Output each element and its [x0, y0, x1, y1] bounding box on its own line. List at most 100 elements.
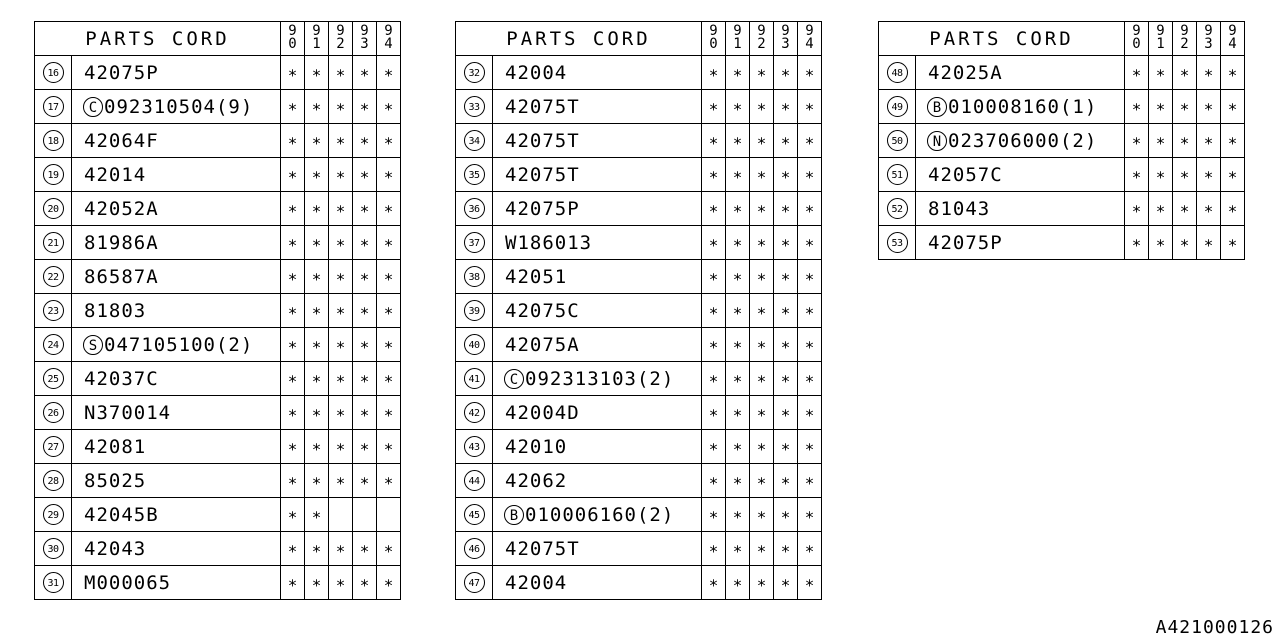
year-applicability-cell: ∗ [376, 293, 401, 328]
year-header-label: 90 [288, 23, 297, 52]
applicability-mark: ∗ [383, 437, 394, 456]
part-code: 42075P [505, 197, 580, 220]
year-applicability-cell: ∗ [304, 429, 329, 464]
year-applicability-cell: ∗ [725, 259, 750, 294]
year-applicability-cell: ∗ [328, 429, 353, 464]
year-applicability-cell: ∗ [280, 429, 305, 464]
applicability-mark: ∗ [804, 369, 815, 388]
part-code-wrap: 81986A [72, 232, 159, 254]
part-code-wrap: 42045B [72, 504, 159, 526]
applicability-mark: ∗ [708, 165, 719, 184]
applicability-mark: ∗ [708, 471, 719, 490]
year-applicability-cell: ∗ [1220, 89, 1245, 124]
applicability-mark: ∗ [335, 471, 346, 490]
applicability-mark: ∗ [383, 165, 394, 184]
ref-number-cell: 46 [455, 531, 493, 566]
year-header: 90 [1124, 21, 1149, 56]
applicability-mark: ∗ [1227, 233, 1238, 252]
year-applicability-cell: ∗ [749, 55, 774, 90]
year-applicability-cell: ∗ [701, 429, 726, 464]
applicability-mark: ∗ [1179, 131, 1190, 150]
applicability-mark: ∗ [383, 403, 394, 422]
ref-number-cell: 20 [34, 191, 72, 226]
part-code-wrap: 42004D [493, 402, 580, 424]
year-applicability-cell: ∗ [328, 327, 353, 362]
year-applicability-cell: ∗ [280, 89, 305, 124]
applicability-mark: ∗ [311, 403, 322, 422]
year-header-label: 92 [1180, 23, 1189, 52]
applicability-mark: ∗ [780, 131, 791, 150]
part-code: 42037C [84, 367, 159, 390]
year-applicability-cell: ∗ [797, 157, 822, 192]
applicability-mark: ∗ [756, 437, 767, 456]
applicability-mark: ∗ [383, 97, 394, 116]
year-applicability-cell: ∗ [773, 55, 798, 90]
part-code-cell: 42075A [492, 327, 702, 362]
year-applicability-cell: ∗ [328, 293, 353, 328]
applicability-mark: ∗ [311, 97, 322, 116]
year-header: 91 [1148, 21, 1173, 56]
year-header: 93 [1196, 21, 1221, 56]
year-applicability-cell: ∗ [352, 327, 377, 362]
applicability-mark: ∗ [804, 335, 815, 354]
part-code: 42075P [928, 231, 1003, 254]
year-applicability-cell: ∗ [773, 225, 798, 260]
year-applicability-cell: ∗ [725, 123, 750, 158]
part-code-cell: 42075T [492, 123, 702, 158]
applicability-mark: ∗ [804, 63, 815, 82]
part-code-cell: 42057C [915, 157, 1125, 192]
year-applicability-cell: ∗ [749, 361, 774, 396]
applicability-mark: ∗ [335, 233, 346, 252]
applicability-mark: ∗ [780, 403, 791, 422]
applicability-mark: ∗ [383, 335, 394, 354]
applicability-mark: ∗ [359, 437, 370, 456]
year-applicability-cell: ∗ [1124, 225, 1149, 260]
applicability-mark: ∗ [311, 437, 322, 456]
applicability-mark: ∗ [780, 63, 791, 82]
ref-number-cell: 21 [34, 225, 72, 260]
applicability-mark: ∗ [1131, 131, 1142, 150]
year-applicability-cell: ∗ [376, 123, 401, 158]
applicability-mark: ∗ [383, 573, 394, 592]
year-applicability-cell: ∗ [328, 361, 353, 396]
part-code-wrap: N370014 [72, 402, 171, 424]
applicability-mark: ∗ [335, 97, 346, 116]
circled-ref-number: 31 [42, 572, 64, 593]
year-applicability-cell: ∗ [701, 259, 726, 294]
part-code-cell: 42004 [492, 55, 702, 90]
ref-number-cell: 36 [455, 191, 493, 226]
year-header: 91 [725, 21, 750, 56]
applicability-mark: ∗ [335, 165, 346, 184]
ref-number-cell: 37 [455, 225, 493, 260]
part-code-cell: N370014 [71, 395, 281, 430]
applicability-mark: ∗ [335, 369, 346, 388]
part-code: 42075P [84, 61, 159, 84]
circled-prefix: N [927, 130, 947, 151]
parts-cord-header: PARTS CORD [34, 21, 281, 56]
year-applicability-cell: ∗ [749, 123, 774, 158]
year-applicability-cell: ∗ [749, 157, 774, 192]
applicability-mark: ∗ [311, 369, 322, 388]
part-code-wrap: 42075T [493, 164, 580, 186]
year-applicability-cell: ∗ [725, 429, 750, 464]
year-applicability-cell: ∗ [1172, 157, 1197, 192]
diagram-reference-number: A421000126 [1155, 617, 1274, 638]
circled-ref-number: 20 [42, 198, 64, 219]
part-code-wrap: 42075P [916, 232, 1003, 254]
year-applicability-cell: ∗ [749, 497, 774, 532]
ref-number-cell: 25 [34, 361, 72, 396]
year-applicability-cell: ∗ [352, 429, 377, 464]
applicability-mark: ∗ [1131, 97, 1142, 116]
year-applicability-cell: ∗ [280, 361, 305, 396]
year-applicability-cell: ∗ [376, 361, 401, 396]
